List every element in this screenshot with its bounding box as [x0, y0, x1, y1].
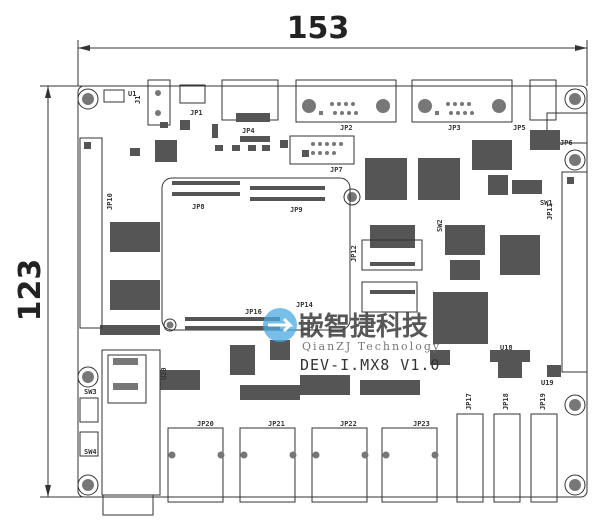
label-jp8: JP8 [192, 203, 205, 211]
height-dimension: 123 [13, 85, 82, 498]
header-jp10: JP10 [79, 137, 114, 329]
connector-jp6 [546, 112, 588, 144]
usb-jp19: JP19 [530, 393, 558, 503]
label-jp6: JP6 [560, 139, 573, 147]
usb-jp18: JP18 [493, 393, 521, 503]
ethernet-jp23: JP23 [381, 420, 439, 503]
label-watermark_en: QianZJ Technology [302, 340, 441, 353]
label-jp2: JP2 [340, 124, 353, 132]
label-u19: U19 [541, 379, 554, 387]
label-jp1: JP1 [190, 109, 203, 117]
watermark-logo: 嵌智捷科技 QianZJ Technology [263, 308, 441, 353]
label-sw3: SW3 [84, 388, 97, 396]
label-u1: U1 [128, 90, 136, 98]
label-watermark_cn: 嵌智捷科技 [298, 311, 428, 342]
label-jp16: JP16 [245, 308, 262, 316]
label-jp19: JP19 [539, 393, 547, 410]
label-jp20: JP20 [197, 420, 214, 428]
label-jp17: JP17 [465, 393, 473, 410]
label-sw2: SW2 [436, 219, 444, 232]
usb-jp17: JP17 [456, 393, 484, 503]
som-module: JP8 JP9 JP16 [161, 177, 351, 331]
label-sw4: SW4 [84, 448, 97, 456]
label-jp9: JP9 [290, 206, 303, 214]
width-value: 153 [287, 11, 350, 46]
label-jp5: JP5 [513, 124, 526, 132]
u20-module: U20 [101, 349, 168, 516]
board-title: DEV-I.MX8 V1.0 [300, 356, 440, 374]
height-value: 123 [13, 259, 48, 322]
ethernet-jp22: JP22 [311, 420, 369, 503]
label-jp7: JP7 [330, 166, 343, 174]
ethernet-jp21: JP21 [239, 420, 297, 503]
connector-jp5 [529, 79, 557, 121]
header-jp11: JP11 [546, 171, 588, 373]
connector-jp3: JP3 [411, 79, 513, 132]
label-jp21: JP21 [268, 420, 285, 428]
label-j1: J1 [134, 96, 142, 104]
width-dimension: 153 [77, 11, 588, 86]
label-jp18: JP18 [502, 393, 510, 410]
label-jp22: JP22 [340, 420, 357, 428]
label-sw1: SW1 [540, 199, 553, 207]
label-jp10: JP10 [106, 193, 114, 210]
mounting-holes [77, 88, 586, 496]
connector-jp12: JP12 [350, 239, 423, 271]
chip-main [433, 292, 488, 344]
header-jp7: JP7 [289, 135, 355, 174]
chip-u18 [498, 356, 522, 378]
label-jp12: JP12 [350, 245, 358, 262]
connector-jp2: JP2 [295, 79, 397, 132]
smd-components [100, 120, 560, 400]
label-u18: U18 [500, 344, 513, 352]
switch-sw4 [79, 431, 99, 457]
label-jp14: JP14 [296, 301, 313, 309]
switch-sw3 [79, 397, 99, 423]
label-jp23: JP23 [413, 420, 430, 428]
label-jp3: JP3 [448, 124, 461, 132]
label-u20: U20 [160, 367, 168, 380]
ethernet-jp20: JP20 [167, 420, 225, 503]
label-jp4: JP4 [242, 127, 255, 135]
label-jp11: JP11 [546, 203, 554, 220]
micro-usb [179, 84, 206, 104]
connector-j1: J1 [134, 79, 171, 126]
